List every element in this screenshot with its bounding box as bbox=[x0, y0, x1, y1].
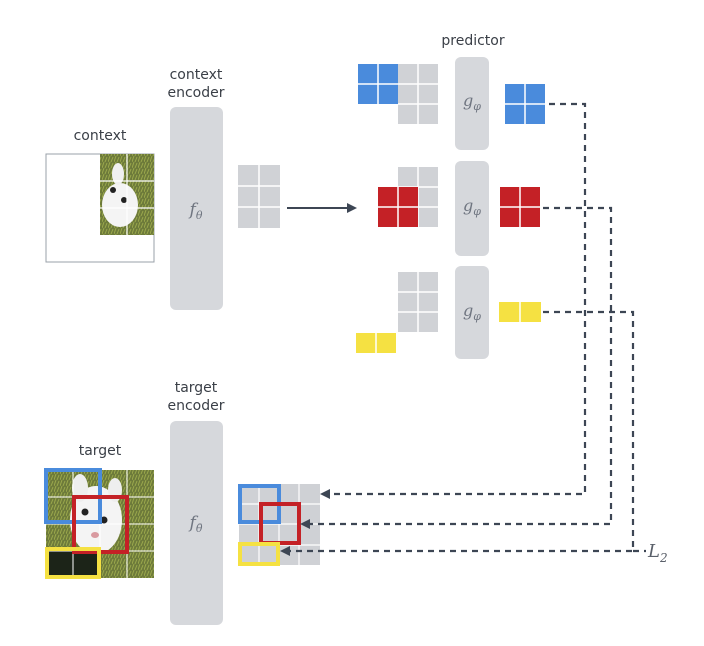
context-embedding-grid bbox=[238, 165, 280, 228]
predictor-input-red bbox=[378, 167, 438, 227]
predictor-input-yellow bbox=[356, 272, 438, 353]
target-encoder-label-line1: target bbox=[175, 380, 218, 396]
predictor-label: predictor bbox=[441, 33, 504, 49]
prediction-blue bbox=[505, 84, 545, 124]
predictor-symbol-3: gφ bbox=[463, 301, 481, 323]
predictor-input-blue bbox=[358, 64, 438, 124]
prediction-red bbox=[500, 187, 540, 227]
target-encoder-block bbox=[170, 421, 223, 625]
target-image bbox=[44, 468, 154, 579]
target-encoder-symbol: fθ̄ bbox=[188, 513, 203, 535]
blue-target-dashed-line bbox=[320, 102, 587, 499]
context-label: context bbox=[74, 128, 127, 144]
context-encoder-block bbox=[170, 107, 223, 310]
context-encoder-symbol: fθ bbox=[188, 200, 203, 222]
target-encoder-label-line2: encoder bbox=[167, 398, 224, 414]
yellow-target-dashed-line bbox=[280, 310, 635, 556]
prediction-yellow bbox=[499, 302, 541, 322]
predictor-block-2 bbox=[455, 161, 489, 256]
predictor-block-3 bbox=[455, 266, 489, 359]
context-encoder-label-line1: context bbox=[170, 67, 223, 83]
predictor-symbol-1: gφ bbox=[463, 91, 481, 113]
predictor-symbol-2: gφ bbox=[463, 196, 481, 218]
red-target-dashed-line bbox=[300, 206, 613, 529]
context-encoder-label-line2: encoder bbox=[167, 85, 224, 101]
context-image bbox=[45, 153, 155, 263]
predictor-block-1 bbox=[455, 57, 489, 150]
loss-connections bbox=[280, 102, 646, 556]
target-label: target bbox=[79, 443, 122, 459]
l2-loss-label: L2 bbox=[647, 541, 668, 565]
